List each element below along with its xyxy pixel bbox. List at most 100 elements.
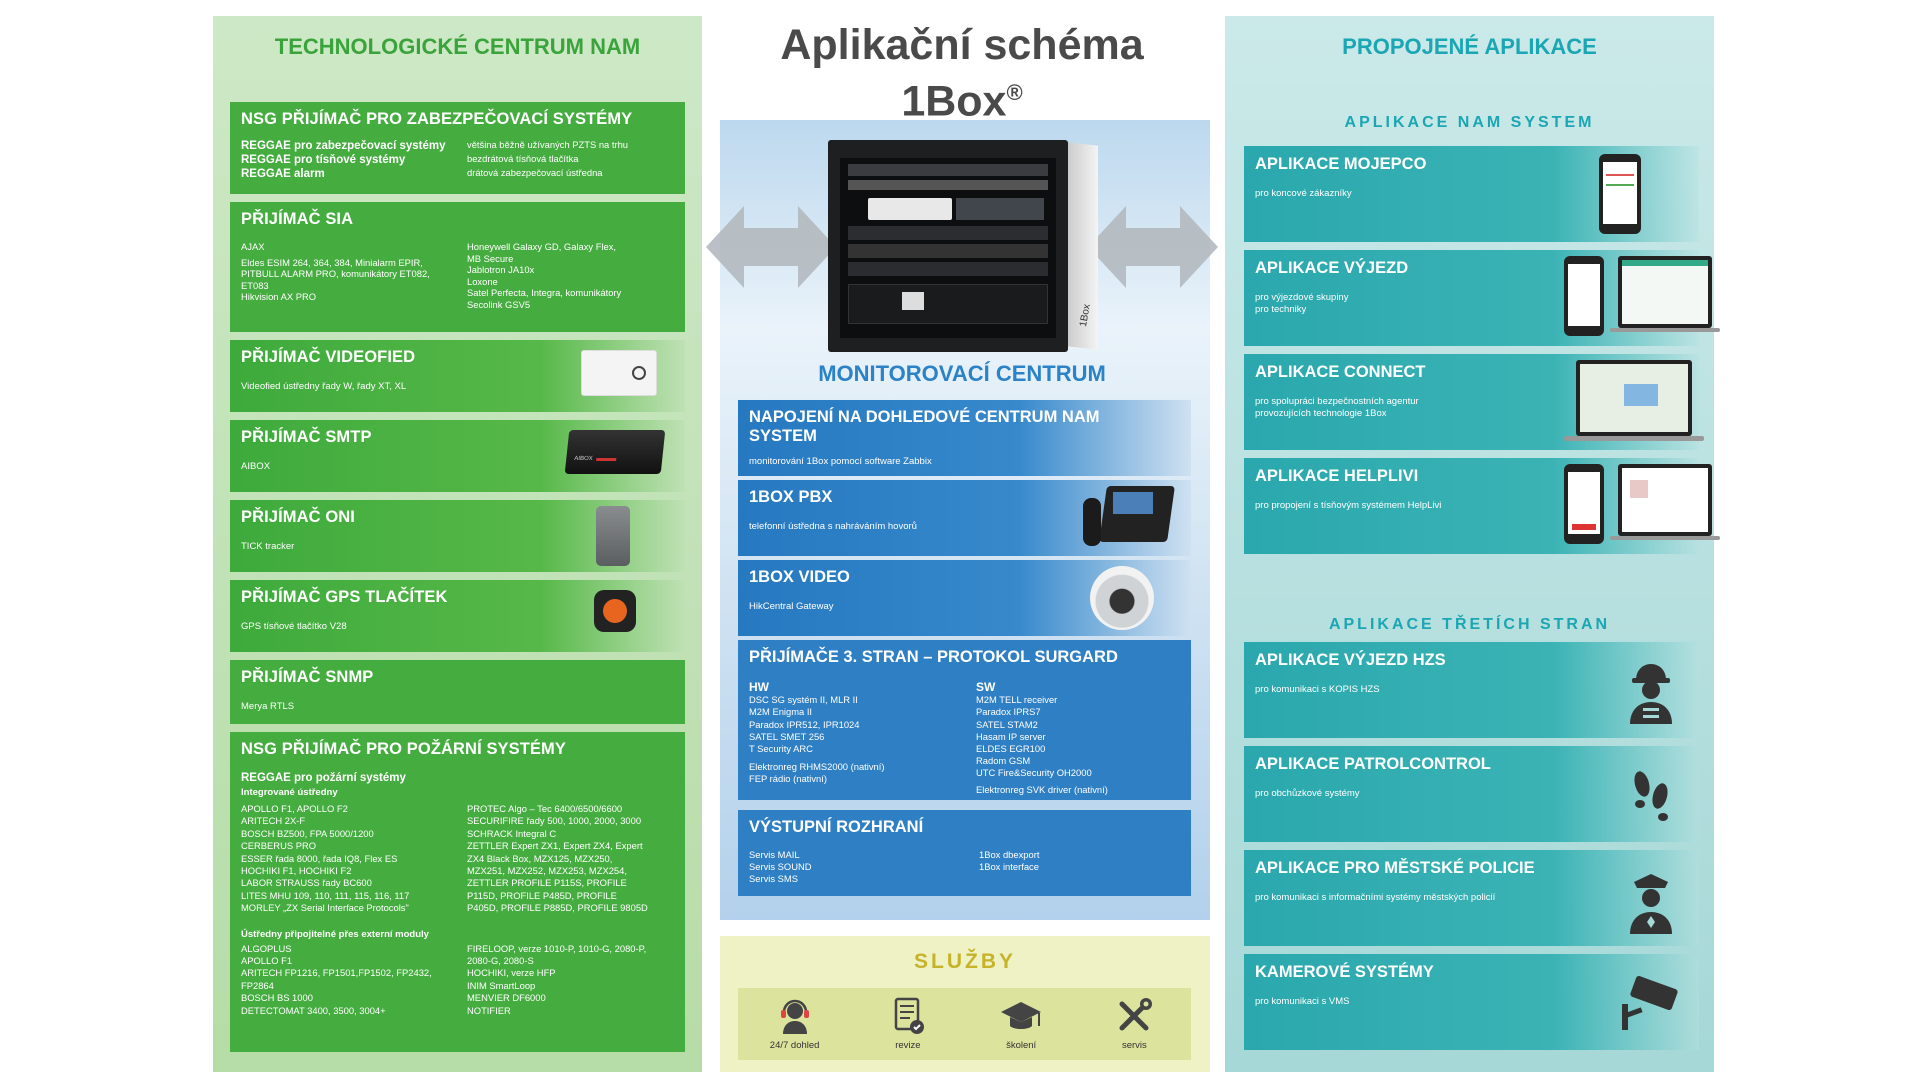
tick-tracker-image [596, 506, 630, 566]
videofied-panel-image [581, 350, 657, 396]
list-item: PROTEC Algo – Tec 6400/6500/6600 [467, 803, 623, 814]
list-item: LITES MHU 109, 110, 111, 115, 116, 117 [241, 889, 410, 901]
police-officer-icon [1630, 874, 1672, 934]
output-interfaces-title: VÝSTUPNÍ ROZHRANÍ [749, 818, 924, 836]
list-item: MZX251, MZX252, MZX253, MZX254, [467, 865, 627, 877]
firefighter-icon [1630, 664, 1672, 724]
technology-center-column: TECHNOLOGICKÉ CENTRUM NAM NSG PŘIJÍMAČ P… [213, 16, 702, 1072]
fire-reggae-subtitle: REGGAE pro požární systémy [241, 772, 406, 784]
list-item: UTC Fire&Security OH2000 [976, 767, 1092, 779]
nam-system-connection-title: NAPOJENÍ NA DOHLEDOVÉ CENTRUM NAM SYSTEM [749, 408, 1100, 445]
list-item: HOCHIKI F1, HOCHIKI F2 [241, 865, 352, 877]
phone-app-screenshot [1564, 256, 1604, 336]
list-item: Radom GSM [976, 755, 1031, 767]
app-patrolcontrol-desc: pro obchůzkové systémy [1255, 788, 1360, 799]
hw-label: HW [749, 680, 769, 694]
list-item: PITBULL ALARM PRO, komunikátory ET082, [241, 268, 430, 280]
list-item: REGGAE alarm [241, 168, 325, 180]
list-item: HOCHIKI, verze HFP [467, 967, 556, 979]
list-item: CERBERUS PRO [241, 840, 317, 852]
service-inspection: revize [868, 996, 948, 1051]
list-item: Jablotron JA10x [467, 264, 535, 276]
camera-systems-title: KAMEROVÉ SYSTÉMY [1255, 963, 1434, 981]
list-item: ARITECH FP1216, FP1501,FP1502, FP2432, [241, 967, 432, 979]
smtp-receiver-desc: AIBOX [241, 461, 271, 472]
ip-phone-image [1083, 484, 1175, 550]
list-item: NOTIFIER [467, 1004, 511, 1016]
list-item: Servis SOUND [749, 861, 812, 872]
app-patrolcontrol-title: APLIKACE PATROLCONTROL [1255, 755, 1491, 773]
list-item: APOLLO F1, APOLLO F2 [241, 803, 348, 814]
scheme-title-line1: Aplikační schéma [780, 21, 1144, 69]
list-item: Paradox IPR512, IPR1024 [749, 718, 860, 730]
app-helplivi-box: APLIKACE HELPLIVI pro propojení s tísňov… [1244, 458, 1720, 554]
list-item: Elektronreg RHMS2000 (nativní) [749, 761, 885, 773]
list-item: Paradox IPRS7 [976, 706, 1041, 718]
connected-applications-column: PROPOJENÉ APLIKACE APLIKACE NAM SYSTEM A… [1225, 16, 1720, 1072]
sia-receiver-box: PŘIJÍMAČ SIA AJAX Eldes ESIM 264, 364, 3… [230, 202, 685, 332]
oni-receiver-desc: TICK tracker [241, 541, 295, 552]
pbx-title: 1BOX PBX [749, 488, 833, 506]
rack-cabinet-image: 1Box [828, 140, 1098, 352]
snmp-receiver-title: PŘIJÍMAČ SNMP [241, 668, 374, 686]
video-box: 1BOX VIDEO HikCentral Gateway [738, 560, 1191, 636]
list-item: SATEL SMET 256 [749, 730, 825, 742]
sw-label: SW [976, 680, 996, 694]
list-item: AJAX [241, 241, 265, 252]
service-label: školení [1006, 1040, 1037, 1051]
app-vyjezd-box: APLIKACE VÝJEZD pro výjezdové skupiny pr… [1244, 250, 1720, 346]
app-mojepco-box: APLIKACE MOJEPCO pro koncové zákazníky [1244, 146, 1699, 242]
list-item: P115D, PROFILE P485D, PROFILE [467, 889, 617, 901]
service-label: revize [895, 1040, 921, 1051]
app-mojepco-desc: pro koncové zákazníky [1255, 188, 1352, 199]
list-item: Servis MAIL [749, 849, 800, 860]
list-item: Hasam IP server [976, 730, 1046, 742]
gps-button-receiver-desc: GPS tísňové tlačítko V28 [241, 621, 347, 632]
list-item: 1Box dbexport [979, 849, 1040, 860]
third-party-receivers-title: PŘIJÍMAČE 3. STRAN – PROTOKOL SURGARD [749, 648, 1118, 666]
scheme-title: Aplikační schéma 1Box® [702, 22, 1222, 125]
oni-receiver-box: PŘIJÍMAČ ONI TICK tracker [230, 500, 685, 572]
app-vyjezd-hzs-title: APLIKACE VÝJEZD HZS [1255, 651, 1446, 669]
output-interfaces-list: Servis MAIL Servis SOUND Servis SMS 1Box… [749, 849, 1180, 885]
list-item: DETECTOMAT 3400, 3500, 3004+ [241, 1004, 386, 1016]
third-party-receivers-list: HW DSC SG systém II, MLR II M2M Enigma I… [749, 681, 1180, 796]
nam-system-connection-box: NAPOJENÍ NA DOHLEDOVÉ CENTRUM NAM SYSTEM… [738, 400, 1191, 476]
smtp-receiver-box: PŘIJÍMAČ SMTP AIBOX AIBOX [230, 420, 685, 492]
app-vyjezd-hzs-desc: pro komunikaci s KOPIS HZS [1255, 684, 1380, 695]
checklist-icon [894, 997, 924, 1034]
list-item: MENVIER DF6000 [467, 992, 546, 1004]
camera-systems-desc: pro komunikaci s VMS [1255, 996, 1350, 1007]
app-connect-box: APLIKACE CONNECT pro spolupráci bezpečno… [1244, 354, 1704, 450]
list-item: Honeywell Galaxy GD, Galaxy Flex, [467, 241, 617, 252]
nam-system-connection-desc: monitorování 1Box pomocí software Zabbix [749, 456, 932, 467]
sia-receiver-list: AJAX Eldes ESIM 264, 364, 384, Minialarm… [241, 241, 674, 311]
graduation-cap-icon [1001, 1002, 1042, 1029]
list-item: ET083 [241, 279, 269, 291]
list-item: SECURIFIRE řady 500, 1000, 2000, 3000 [467, 815, 642, 827]
list-item: Servis SMS [749, 873, 798, 884]
videofied-receiver-box: PŘIJÍMAČ VIDEOFIED Videofied ústředny řa… [230, 340, 685, 412]
list-item: LABOR STRAUSS řady BC600 [241, 877, 372, 889]
list-item: Loxone [467, 275, 498, 287]
nsg-security-receiver-title: NSG PŘIJÍMAČ PRO ZABEZPEČOVACÍ SYSTÉMY [241, 110, 633, 128]
app-connect-desc: pro spolupráci bezpečnostních agentur pr… [1255, 396, 1419, 419]
aibox-device-image: AIBOX [564, 430, 666, 474]
nsg-security-receiver-box: NSG PŘIJÍMAČ PRO ZABEZPEČOVACÍ SYSTÉMY R… [230, 102, 685, 194]
list-item: ARITECH 2X-F [241, 815, 306, 827]
services-panel: SLUŽBY 24/7 dohled revize školení servis [720, 936, 1210, 1072]
list-item: T Security ARC [749, 743, 813, 755]
list-item: MORLEY „ZX Serial Interface Protocols" [241, 902, 409, 914]
service-training: školení [981, 996, 1061, 1051]
app-vyjezd-title: APLIKACE VÝJEZD [1255, 259, 1409, 277]
app-vyjezd-desc: pro výjezdové skupiny pro techniky [1255, 292, 1349, 315]
external-modules-list: ALGOPLUS APOLLO F1 ARITECH FP1216, FP150… [241, 943, 674, 1017]
gps-button-receiver-title: PŘIJÍMAČ GPS TLAČÍTEK [241, 588, 448, 606]
videofied-receiver-desc: Videofied ústředny řady W, řady XT, XL [241, 381, 407, 392]
oni-receiver-title: PŘIJÍMAČ ONI [241, 508, 355, 526]
integrated-panels-list: APOLLO F1, APOLLO F2 ARITECH 2X-F BOSCH … [241, 803, 674, 915]
list-item: ESSER řada 8000, řada IQ8, Flex ES [241, 852, 398, 864]
app-helplivi-desc: pro propojení s tísňovým systémem HelpLi… [1255, 500, 1442, 511]
list-item: MB Secure [467, 252, 514, 264]
list-item: Secolink GSV5 [467, 298, 531, 310]
